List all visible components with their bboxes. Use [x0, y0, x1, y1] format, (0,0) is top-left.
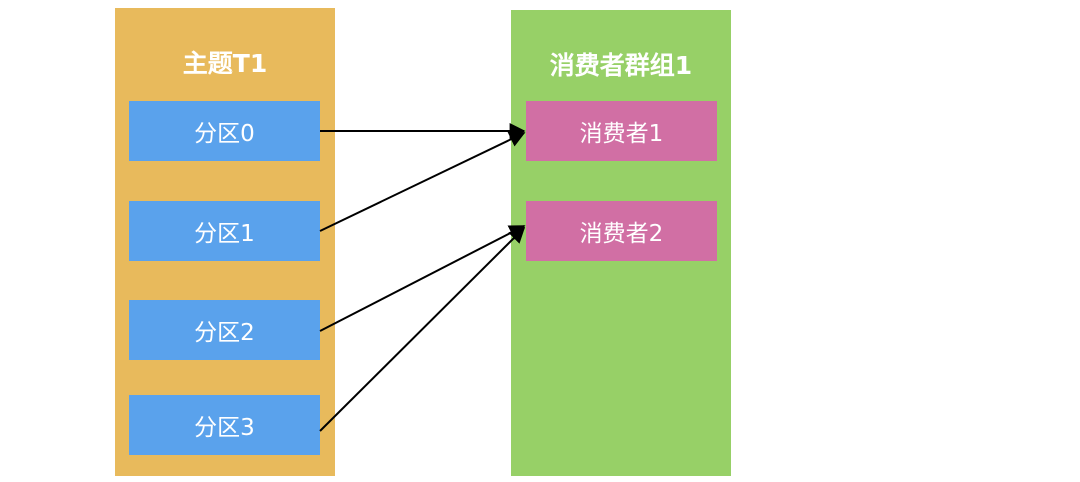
- partition-0: 分区0: [129, 101, 320, 161]
- partition-3: 分区3: [129, 395, 320, 455]
- topic-title: 主题T1: [182, 49, 268, 78]
- partition-2: 分区2: [129, 300, 320, 360]
- partition-1: 分区1: [129, 201, 320, 261]
- consumer-group-title: 消费者群组1: [549, 51, 693, 80]
- consumer-1: 消费者1: [526, 101, 717, 161]
- consumer-2: 消费者2: [526, 201, 717, 261]
- arrow-partition3-to-consumer2: [319, 226, 526, 432]
- arrow-partition1-to-consumer1: [319, 132, 526, 232]
- arrow-partition2-to-consumer2: [319, 225, 526, 332]
